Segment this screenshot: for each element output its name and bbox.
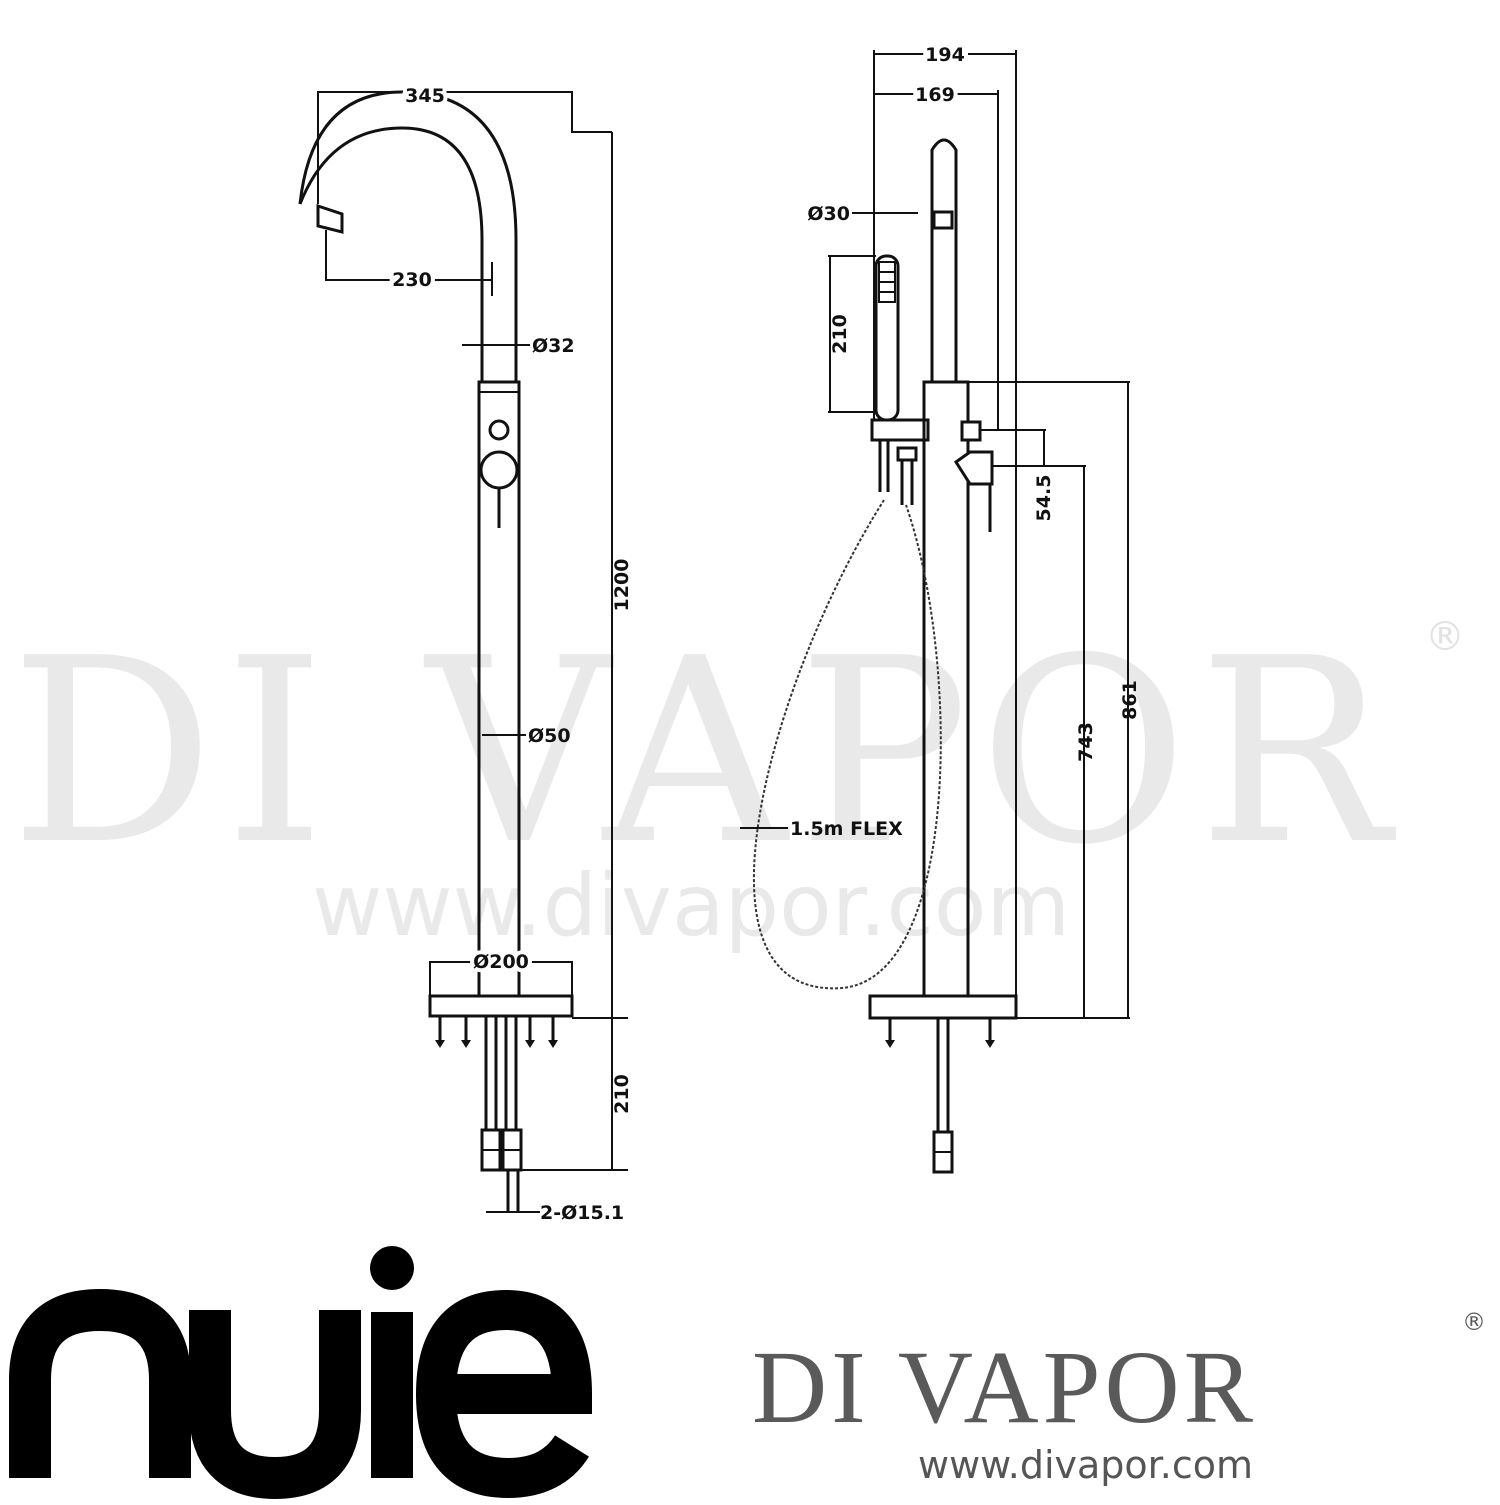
dim-base-diameter: Ø200 <box>429 947 573 996</box>
dim-connections: 2-Ø15.1 <box>486 1202 624 1224</box>
dim-hose: 1.5m FLEX <box>740 818 903 840</box>
nuie-letter-u <box>189 1310 361 1500</box>
side-supply <box>932 1018 954 1174</box>
side-mixer <box>953 450 994 486</box>
dim-below-floor: 210 <box>521 1018 633 1171</box>
side-view: 194 169 Ø30 210 54.5 <box>740 40 1141 1174</box>
dim-spout-projection: 230 <box>325 230 493 296</box>
side-base <box>868 994 1018 1020</box>
supply-pipes <box>480 1016 523 1212</box>
side-bolts <box>885 1018 995 1048</box>
front-view: 345 230 Ø32 1200 Ø50 Ø200 <box>298 81 633 1224</box>
watermark-url: www.divapor.com <box>312 856 1070 956</box>
spout-outer <box>298 126 484 382</box>
dim-body-diameter: Ø50 <box>482 725 571 747</box>
nuie-letter-n <box>9 1288 191 1478</box>
dim-valve-spacing-label: 54.5 <box>1033 475 1055 522</box>
dim-spout-reach-label: 345 <box>405 85 445 107</box>
dim-spout-diameter: Ø32 <box>462 335 575 357</box>
dim-handset-diameter: Ø30 <box>807 203 918 225</box>
dim-body-height-label: 861 <box>1119 680 1141 720</box>
dim-handset-length: 210 <box>828 255 876 413</box>
nuie-logo <box>9 1246 593 1500</box>
side-riser <box>930 138 958 382</box>
dim-spout-reach: 345 <box>317 81 612 204</box>
dim-handset-offset: 169 <box>874 80 999 430</box>
dim-handset-diameter-label: Ø30 <box>807 203 850 225</box>
nuie-logo-dot <box>370 1246 414 1290</box>
handset-holes <box>879 271 895 293</box>
dim-body-diameter-label: Ø50 <box>528 725 571 747</box>
dim-overall-depth: 194 <box>873 40 1017 1018</box>
watermark-reg: ® <box>1425 614 1465 660</box>
side-diverter <box>960 420 982 442</box>
divapor-logo-text: DI VAPOR <box>752 1330 1257 1445</box>
mixer-knob <box>479 450 519 490</box>
front-base <box>428 994 574 1018</box>
divapor-logo: DI VAPOR ® www.divapor.com <box>752 1308 1486 1487</box>
watermark-brand: DI VAPOR <box>10 604 1400 901</box>
fixing-bolts <box>435 1016 558 1048</box>
watermark: DI VAPOR ® www.divapor.com <box>10 604 1465 956</box>
divapor-logo-reg: ® <box>1462 1308 1486 1336</box>
handset-holder <box>870 418 930 442</box>
dim-lower-valve-height-label: 743 <box>1075 722 1097 762</box>
riser-outlet <box>932 210 954 230</box>
hose-nut <box>896 446 918 462</box>
spout-tip <box>316 203 344 234</box>
dim-handset-length-label: 210 <box>829 314 851 354</box>
dim-spout-projection-label: 230 <box>392 269 432 291</box>
dim-handset-offset-label: 169 <box>915 84 955 106</box>
dim-connections-label: 2-Ø15.1 <box>540 1202 624 1224</box>
dim-overall-height-label: 1200 <box>611 559 633 612</box>
spout-inner <box>298 90 518 382</box>
nuie-letter-e <box>415 1289 593 1499</box>
dim-hose-label: 1.5m FLEX <box>790 818 903 840</box>
dim-spout-diameter-label: Ø32 <box>532 335 575 357</box>
dim-lower-valve-height: 743 <box>992 465 1130 1019</box>
divapor-logo-url: www.divapor.com <box>918 1443 1253 1487</box>
dim-base-diameter-label: Ø200 <box>473 951 529 973</box>
dim-below-floor-label: 210 <box>611 1074 633 1114</box>
shower-hose <box>753 499 942 990</box>
dim-body-height: 861 <box>924 381 1141 1018</box>
dim-overall-height: 1200 <box>572 132 633 1019</box>
diverter-knob <box>488 419 510 441</box>
dim-overall-depth-label: 194 <box>925 44 965 66</box>
dim-valve-spacing: 54.5 <box>980 429 1055 522</box>
